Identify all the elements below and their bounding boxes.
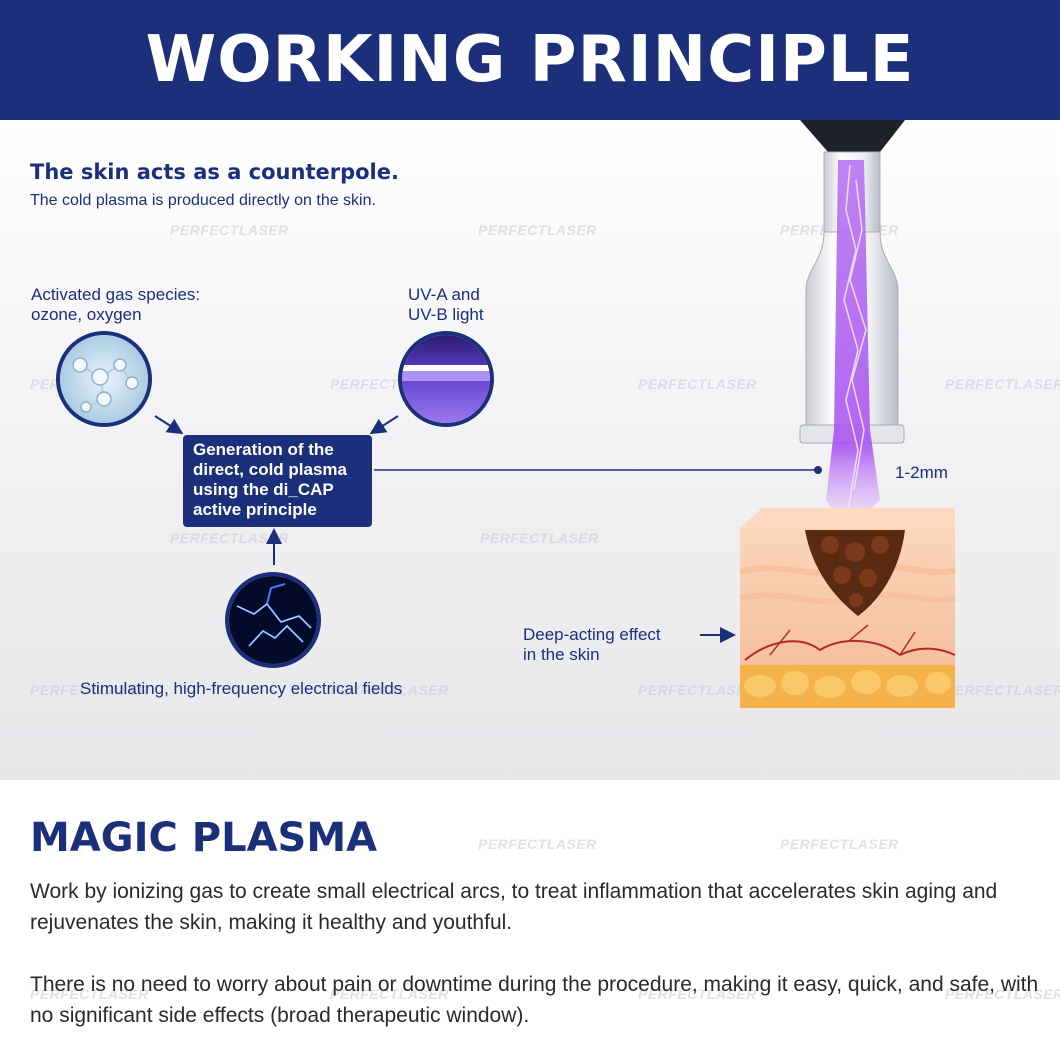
gas-species-label: Activated gas species: ozone, oxygen [31,285,201,324]
molecule-image [56,331,152,427]
uv-light-image [398,331,494,427]
watermark: PERFECTLASER [30,986,149,1002]
watermark: PERFECTLASER [330,682,449,698]
watermark: PERFECTLASER [638,682,757,698]
uv-light-label: UV-A and UV-B light [408,285,484,324]
watermark: PERFECTLASER [638,986,757,1002]
molecule-icon [60,335,148,423]
watermark: PERFECTLASER [478,836,597,852]
watermark: PERFECTLASER [638,376,757,392]
watermark: PERFECTLASER [480,530,599,546]
deep-acting-label: Deep-acting effect in the skin [523,625,661,664]
diagram-area: PERFECTLASER PERFECTLASER PERFECTLASER P… [0,120,1060,780]
watermark: PERFECTLASER [780,836,899,852]
watermark: PERFECTLASER [30,682,149,698]
arrow-uv-to-box [369,415,399,435]
intro-subtitle: The cold plasma is produced directly on … [30,192,376,209]
magic-plasma-title: MAGIC PLASMA [30,815,378,861]
electrical-fields-label: Stimulating, high-frequency electrical f… [80,679,403,698]
watermark: PERFECTLASER [945,682,1060,698]
handpiece-cap [800,120,905,152]
header-banner: WORKING PRINCIPLE [0,0,1060,120]
plasma-arcs [843,164,867,511]
description-paragraph-2: There is no need to worry about pain or … [30,973,1039,1027]
watermark: PERFECTLASER [478,222,597,238]
skin-cross-section [739,508,956,708]
watermark: PERFECTLASER [945,986,1060,1002]
plasma-beam [826,160,880,520]
watermark: PERFECTLASER [170,530,289,546]
description-paragraph-1: Work by ionizing gas to create small ele… [30,880,998,934]
uv-lamp-icon [402,335,490,423]
cold-plasma-box: Generation of the direct, cold plasma us… [183,435,372,527]
diagram-graphics [154,120,956,708]
lightning-icon [229,576,317,664]
connector-dot [814,466,822,474]
distance-label: 1-2mm [895,463,948,482]
electric-field-image [225,572,321,668]
page-title: WORKING PRINCIPLE [145,23,915,97]
arrow-gas-to-box [154,415,184,435]
watermark: PERFECTLASER [945,376,1060,392]
intro-title: The skin acts as a counterpole. [30,160,399,184]
watermark: PERFECTLASER [330,986,449,1002]
watermark: PERFECTLASER [170,222,289,238]
